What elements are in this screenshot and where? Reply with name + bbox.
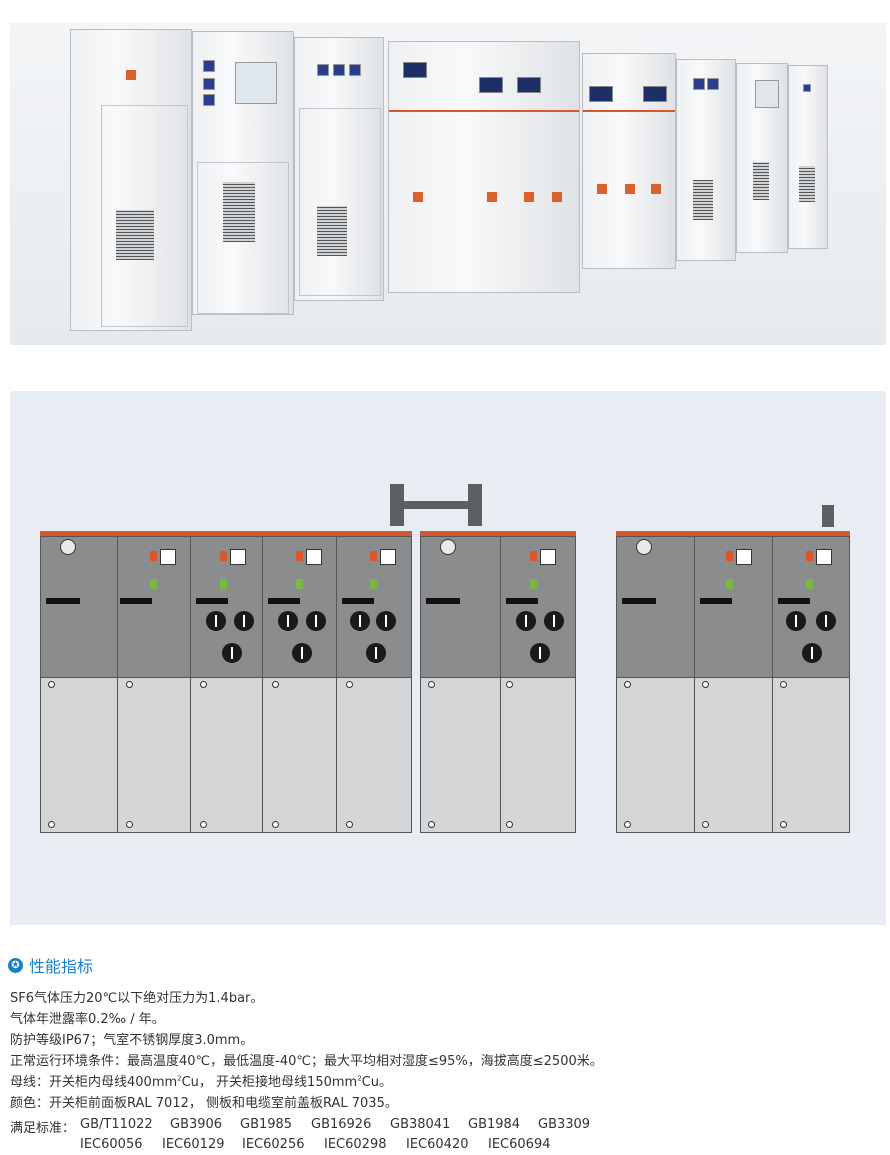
standard-item: IEC60420 [406,1137,469,1152]
cabinet [70,29,192,331]
section-title-text: 性能指标 [29,957,94,976]
cabinet [388,41,580,293]
standard-item: IEC60129 [162,1137,225,1152]
standard-item: GB3309 [538,1117,591,1132]
standard-item: IEC60056 [80,1137,143,1152]
spec-line-busbar: 母线：开关柜内母线400mm2Cu， 开关柜接地母线150mm2Cu。 [10,1074,392,1090]
section-title: ✪ 性能指标 [8,953,93,977]
spec-line: SF6气体压力20℃以下绝对压力为1.4bar。 [10,991,264,1006]
switchgear-front-drawing [10,391,886,925]
switchgear-unit [616,531,850,833]
cabinet [582,53,676,269]
cabinet [736,63,788,253]
cabinet [192,31,294,315]
spec-line-color: 颜色：开关柜前面板RAL 7012， 侧板和电缆室前盖板RAL 7035。 [10,1096,398,1111]
standard-item: GB/T11022 [80,1117,153,1132]
switchgear-unit [40,531,412,833]
standards-label: 满足标准： [10,1121,76,1136]
switchgear-photo [10,23,886,345]
spec-line: 防护等级IP67；气室不锈钢厚度3.0mm。 [10,1033,254,1048]
switchgear-unit [420,531,576,833]
spec-line: 正常运行环境条件：最高温度40℃，最低温度-40℃；最大平均相对湿度≤95%，海… [10,1054,603,1069]
star-circle-icon: ✪ [8,957,23,973]
standard-item: GB1984 [468,1117,521,1132]
spec-line: 气体年泄露率0.2‰ / 年。 [10,1012,165,1027]
standard-item: GB38041 [390,1117,451,1132]
cabinet [788,65,828,249]
cabinet [294,37,384,301]
standard-item: GB16926 [311,1117,372,1132]
standard-item: GB1985 [240,1117,293,1132]
standard-item: GB3906 [170,1117,223,1132]
standard-item: IEC60256 [242,1137,305,1152]
standard-item: IEC60694 [488,1137,551,1152]
standard-item: IEC60298 [324,1137,387,1152]
cabinet [676,59,736,261]
